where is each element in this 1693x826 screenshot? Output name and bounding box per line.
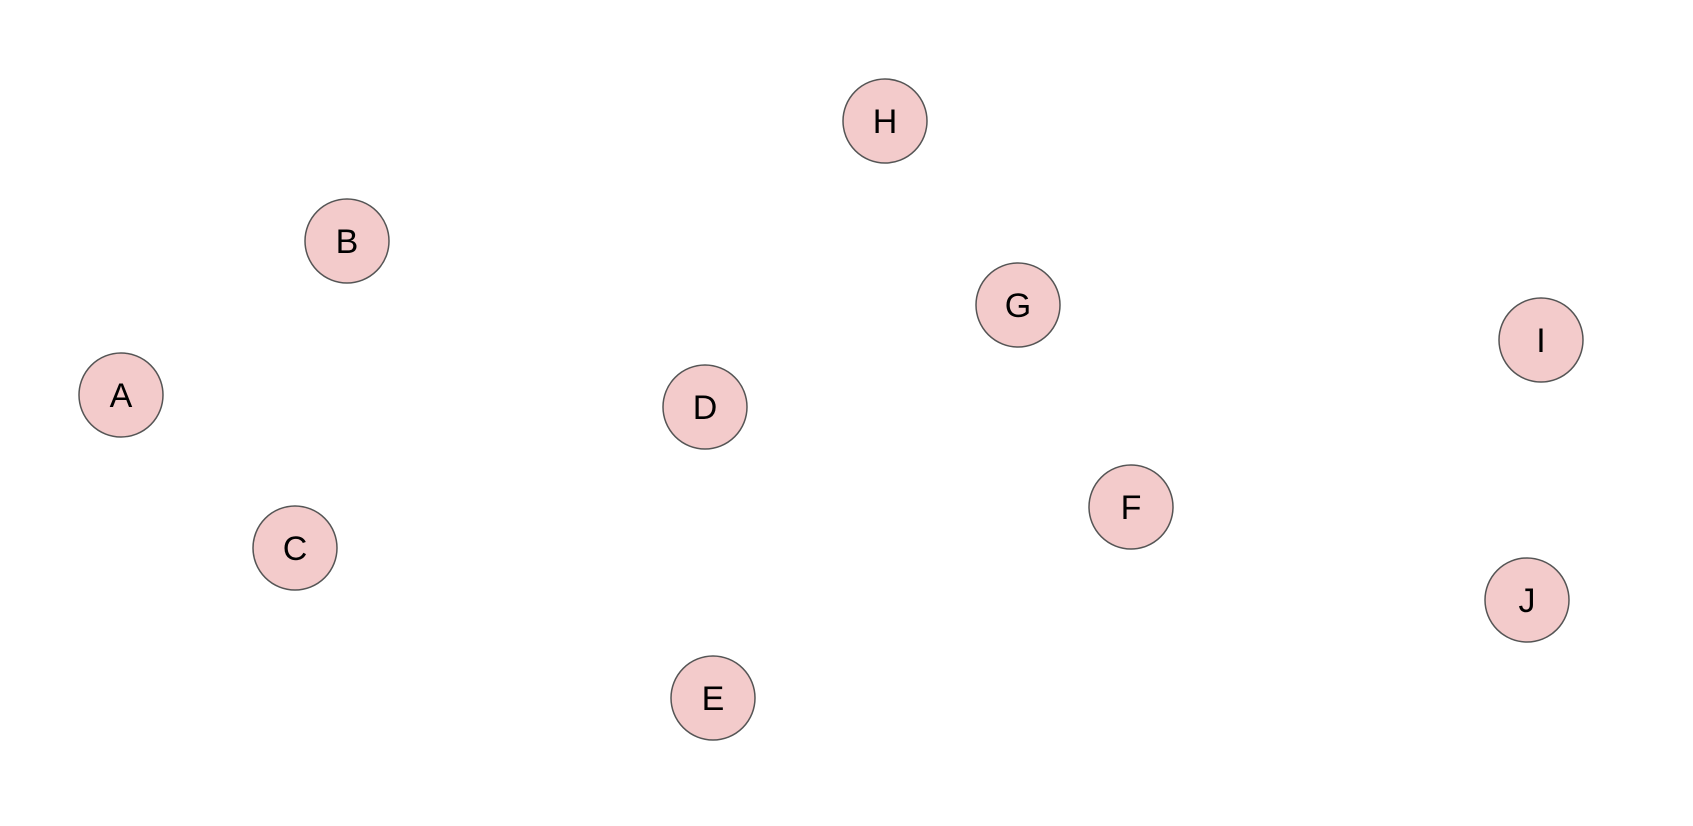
node-circle bbox=[670, 655, 756, 741]
node-e: E bbox=[670, 655, 756, 741]
node-label: A bbox=[110, 377, 133, 415]
node-circle bbox=[975, 262, 1061, 348]
node-label: H bbox=[873, 103, 898, 141]
node-label: E bbox=[702, 680, 725, 718]
node-a: A bbox=[78, 352, 164, 438]
node-circle bbox=[1498, 297, 1584, 383]
node-label: I bbox=[1536, 322, 1545, 360]
node-circle bbox=[1484, 557, 1570, 643]
node-circle bbox=[842, 78, 928, 164]
node-circle bbox=[252, 505, 338, 591]
node-c: C bbox=[252, 505, 338, 591]
node-b: B bbox=[304, 198, 390, 284]
node-g: G bbox=[975, 262, 1061, 348]
node-circle bbox=[1088, 464, 1174, 550]
nodes-layer: A B C D E F G H I J bbox=[78, 78, 1584, 741]
node-d: D bbox=[662, 364, 748, 450]
node-circle bbox=[304, 198, 390, 284]
node-h: H bbox=[842, 78, 928, 164]
node-label: G bbox=[1005, 287, 1031, 325]
node-label: F bbox=[1121, 489, 1142, 527]
node-label: C bbox=[283, 530, 308, 568]
node-j: J bbox=[1484, 557, 1570, 643]
node-f: F bbox=[1088, 464, 1174, 550]
node-circle bbox=[662, 364, 748, 450]
node-i: I bbox=[1498, 297, 1584, 383]
node-label: B bbox=[336, 223, 359, 261]
node-label: D bbox=[693, 389, 718, 427]
node-circle bbox=[78, 352, 164, 438]
node-label: J bbox=[1519, 582, 1536, 620]
